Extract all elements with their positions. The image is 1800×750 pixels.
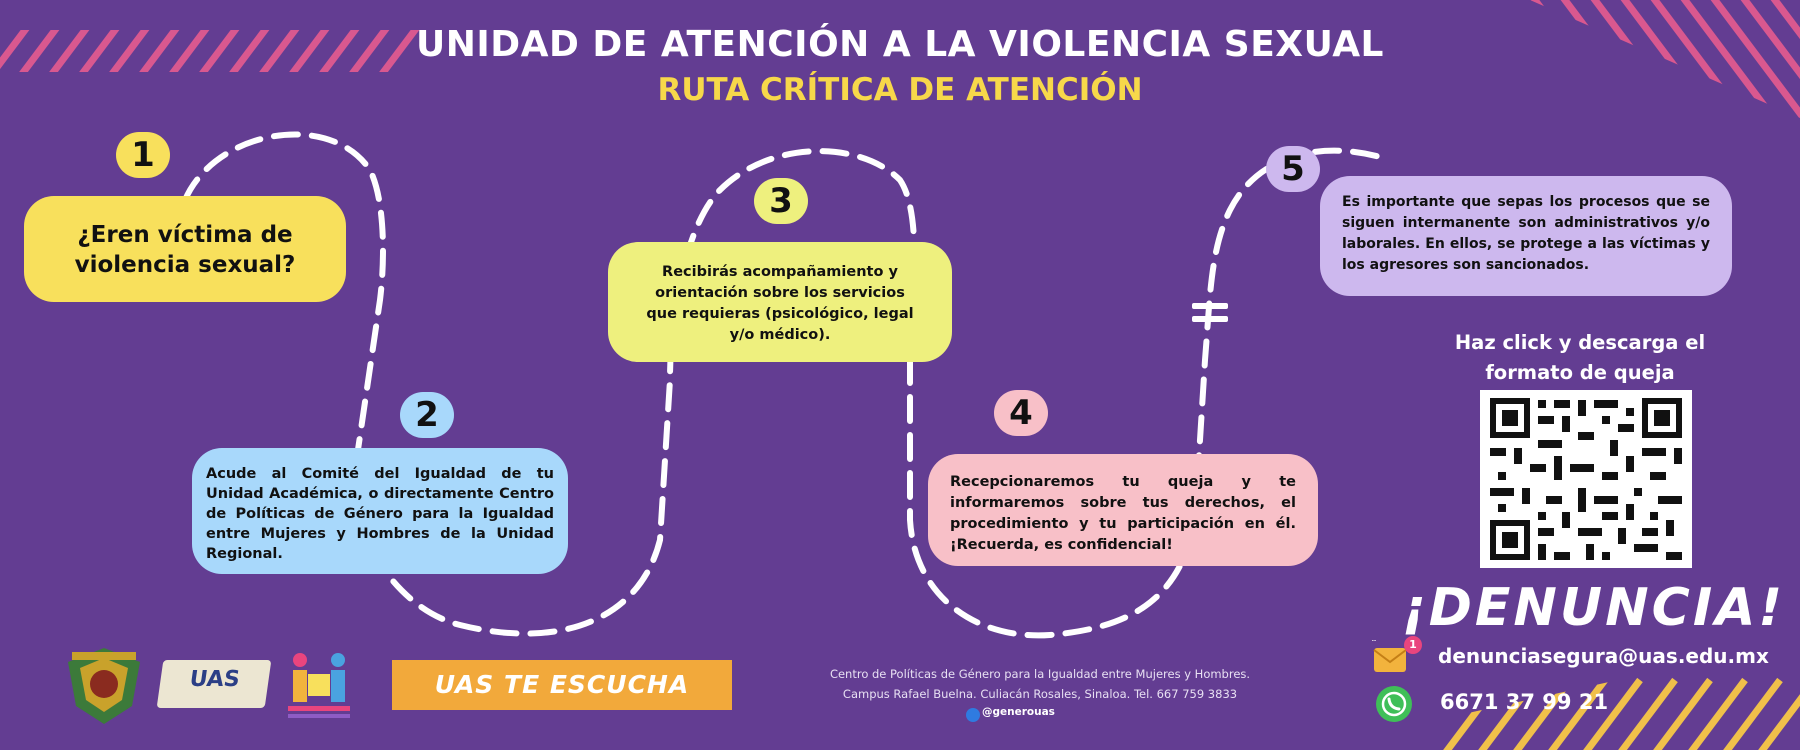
step-4-box: Recepcionaremos tu queja y te informarem… [928, 454, 1318, 566]
qr-caption: Haz click y descarga el formato de queja [1454, 331, 1706, 384]
gender-center-logo [284, 650, 354, 722]
facebook-icon [966, 708, 980, 722]
email-link[interactable]: denunciasegura@uas.edu.mx [1438, 644, 1769, 668]
email-badge: 1 [1404, 636, 1422, 654]
step-number-3: 3 [754, 178, 808, 224]
step-2-box: Acude al Comité del Igualdad de tu Unida… [192, 448, 568, 574]
step-number-2: 2 [400, 392, 454, 438]
qr-code-icon [1490, 398, 1682, 560]
university-shield-logo [62, 646, 146, 726]
step-5-box: Es importante que sepas los procesos que… [1320, 176, 1732, 296]
social-handle[interactable]: @generouas [982, 706, 1055, 718]
phone-number[interactable]: 6671 37 99 21 [1440, 690, 1609, 714]
slogan-banner: UAS TE ESCUCHA [392, 660, 732, 710]
email-icon [1369, 638, 1412, 676]
step-1-box: ¿Eren víctima de violencia sexual? [24, 196, 346, 302]
qr-code[interactable] [1480, 390, 1692, 568]
footer-line-1: Centro de Políticas de Género para la Ig… [829, 667, 1251, 681]
step-3-box: Recibirás acompañamiento y orientación s… [608, 242, 952, 362]
denuncia-heading: ¡DENUNCIA! [1402, 578, 1786, 638]
whatsapp-icon [1376, 686, 1412, 722]
footer-line-2: Campus Rafael Buelna. Culiacán Rosales, … [842, 687, 1238, 701]
footer-address: Centro de Políticas de Género para la Ig… [760, 664, 1320, 704]
step-number-4: 4 [994, 390, 1048, 436]
step-number-1: 1 [116, 132, 170, 178]
page-subtitle: RUTA CRÍTICA DE ATENCIÓN [657, 72, 1143, 108]
page-title: UNIDAD DE ATENCIÓN A LA VIOLENCIA SEXUAL [415, 24, 1384, 65]
step-number-5: 5 [1266, 146, 1320, 192]
uas-logo: UAS [156, 660, 272, 708]
